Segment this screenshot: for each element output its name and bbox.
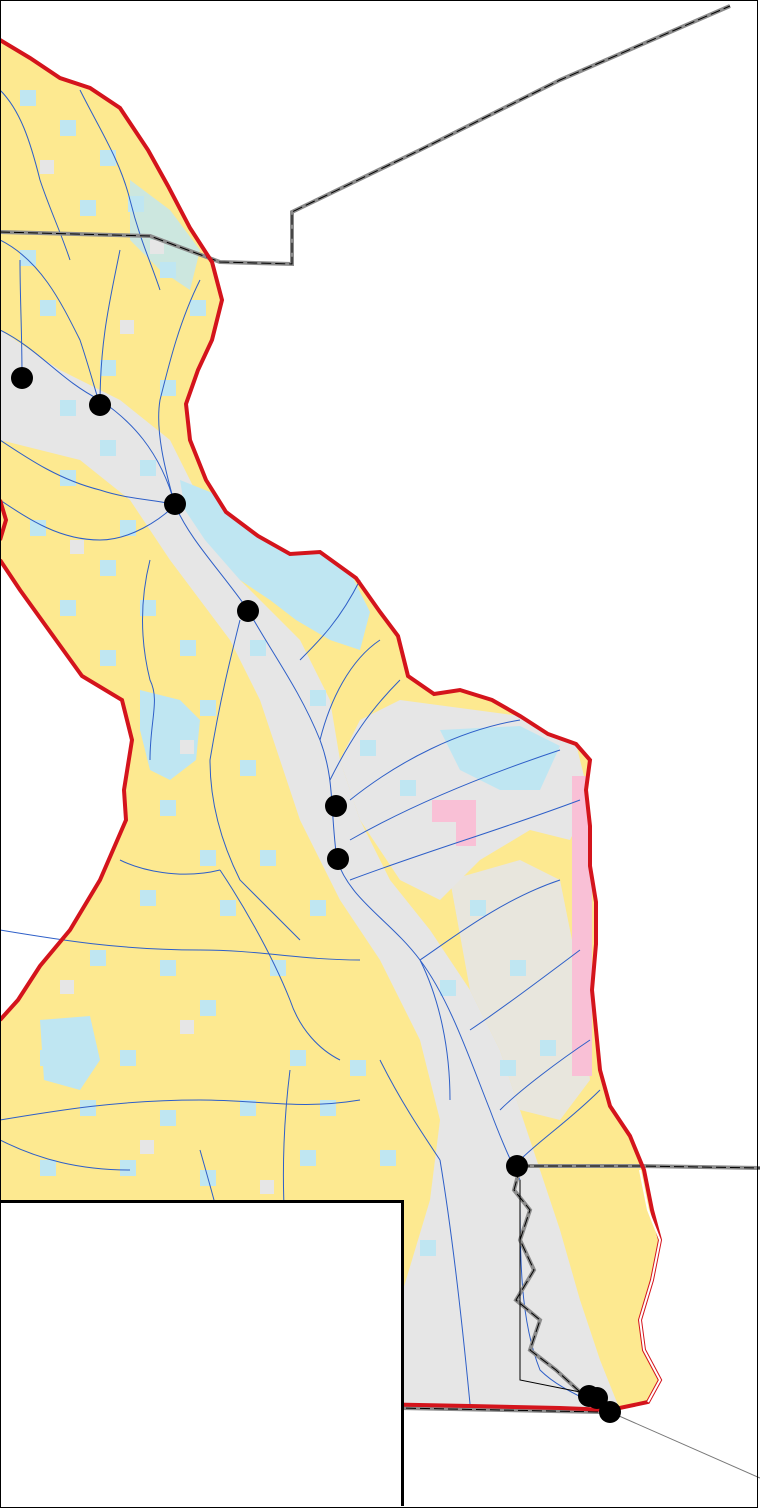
gauge-point-1[interactable] bbox=[11, 367, 33, 389]
wetland-upper bbox=[130, 180, 200, 290]
pink-zone-strip bbox=[572, 776, 592, 1076]
inset-line bbox=[519, 1180, 581, 1393]
urban-corridor bbox=[0, 330, 620, 1410]
legend-box bbox=[0, 1200, 404, 1506]
leader-line bbox=[609, 1411, 760, 1479]
wetland-west-mid bbox=[140, 690, 200, 780]
gauge-point-10[interactable] bbox=[599, 1401, 621, 1423]
basin-outline-west bbox=[0, 558, 135, 1022]
inset-double-line bbox=[638, 1169, 662, 1403]
gauge-point-9[interactable] bbox=[586, 1387, 608, 1409]
gauge-point-6[interactable] bbox=[327, 848, 349, 870]
basin-outline-notch bbox=[0, 499, 9, 541]
gauge-point-4[interactable] bbox=[237, 600, 259, 622]
gauge-point-7[interactable] bbox=[506, 1155, 528, 1177]
gauge-point-3[interactable] bbox=[164, 493, 186, 515]
gauge-points[interactable] bbox=[11, 367, 621, 1423]
reservoir-main bbox=[180, 480, 370, 650]
wetland-southwest bbox=[40, 1016, 100, 1090]
wetland-east bbox=[440, 726, 560, 790]
gauge-point-2[interactable] bbox=[89, 394, 111, 416]
gauge-point-5[interactable] bbox=[325, 795, 347, 817]
